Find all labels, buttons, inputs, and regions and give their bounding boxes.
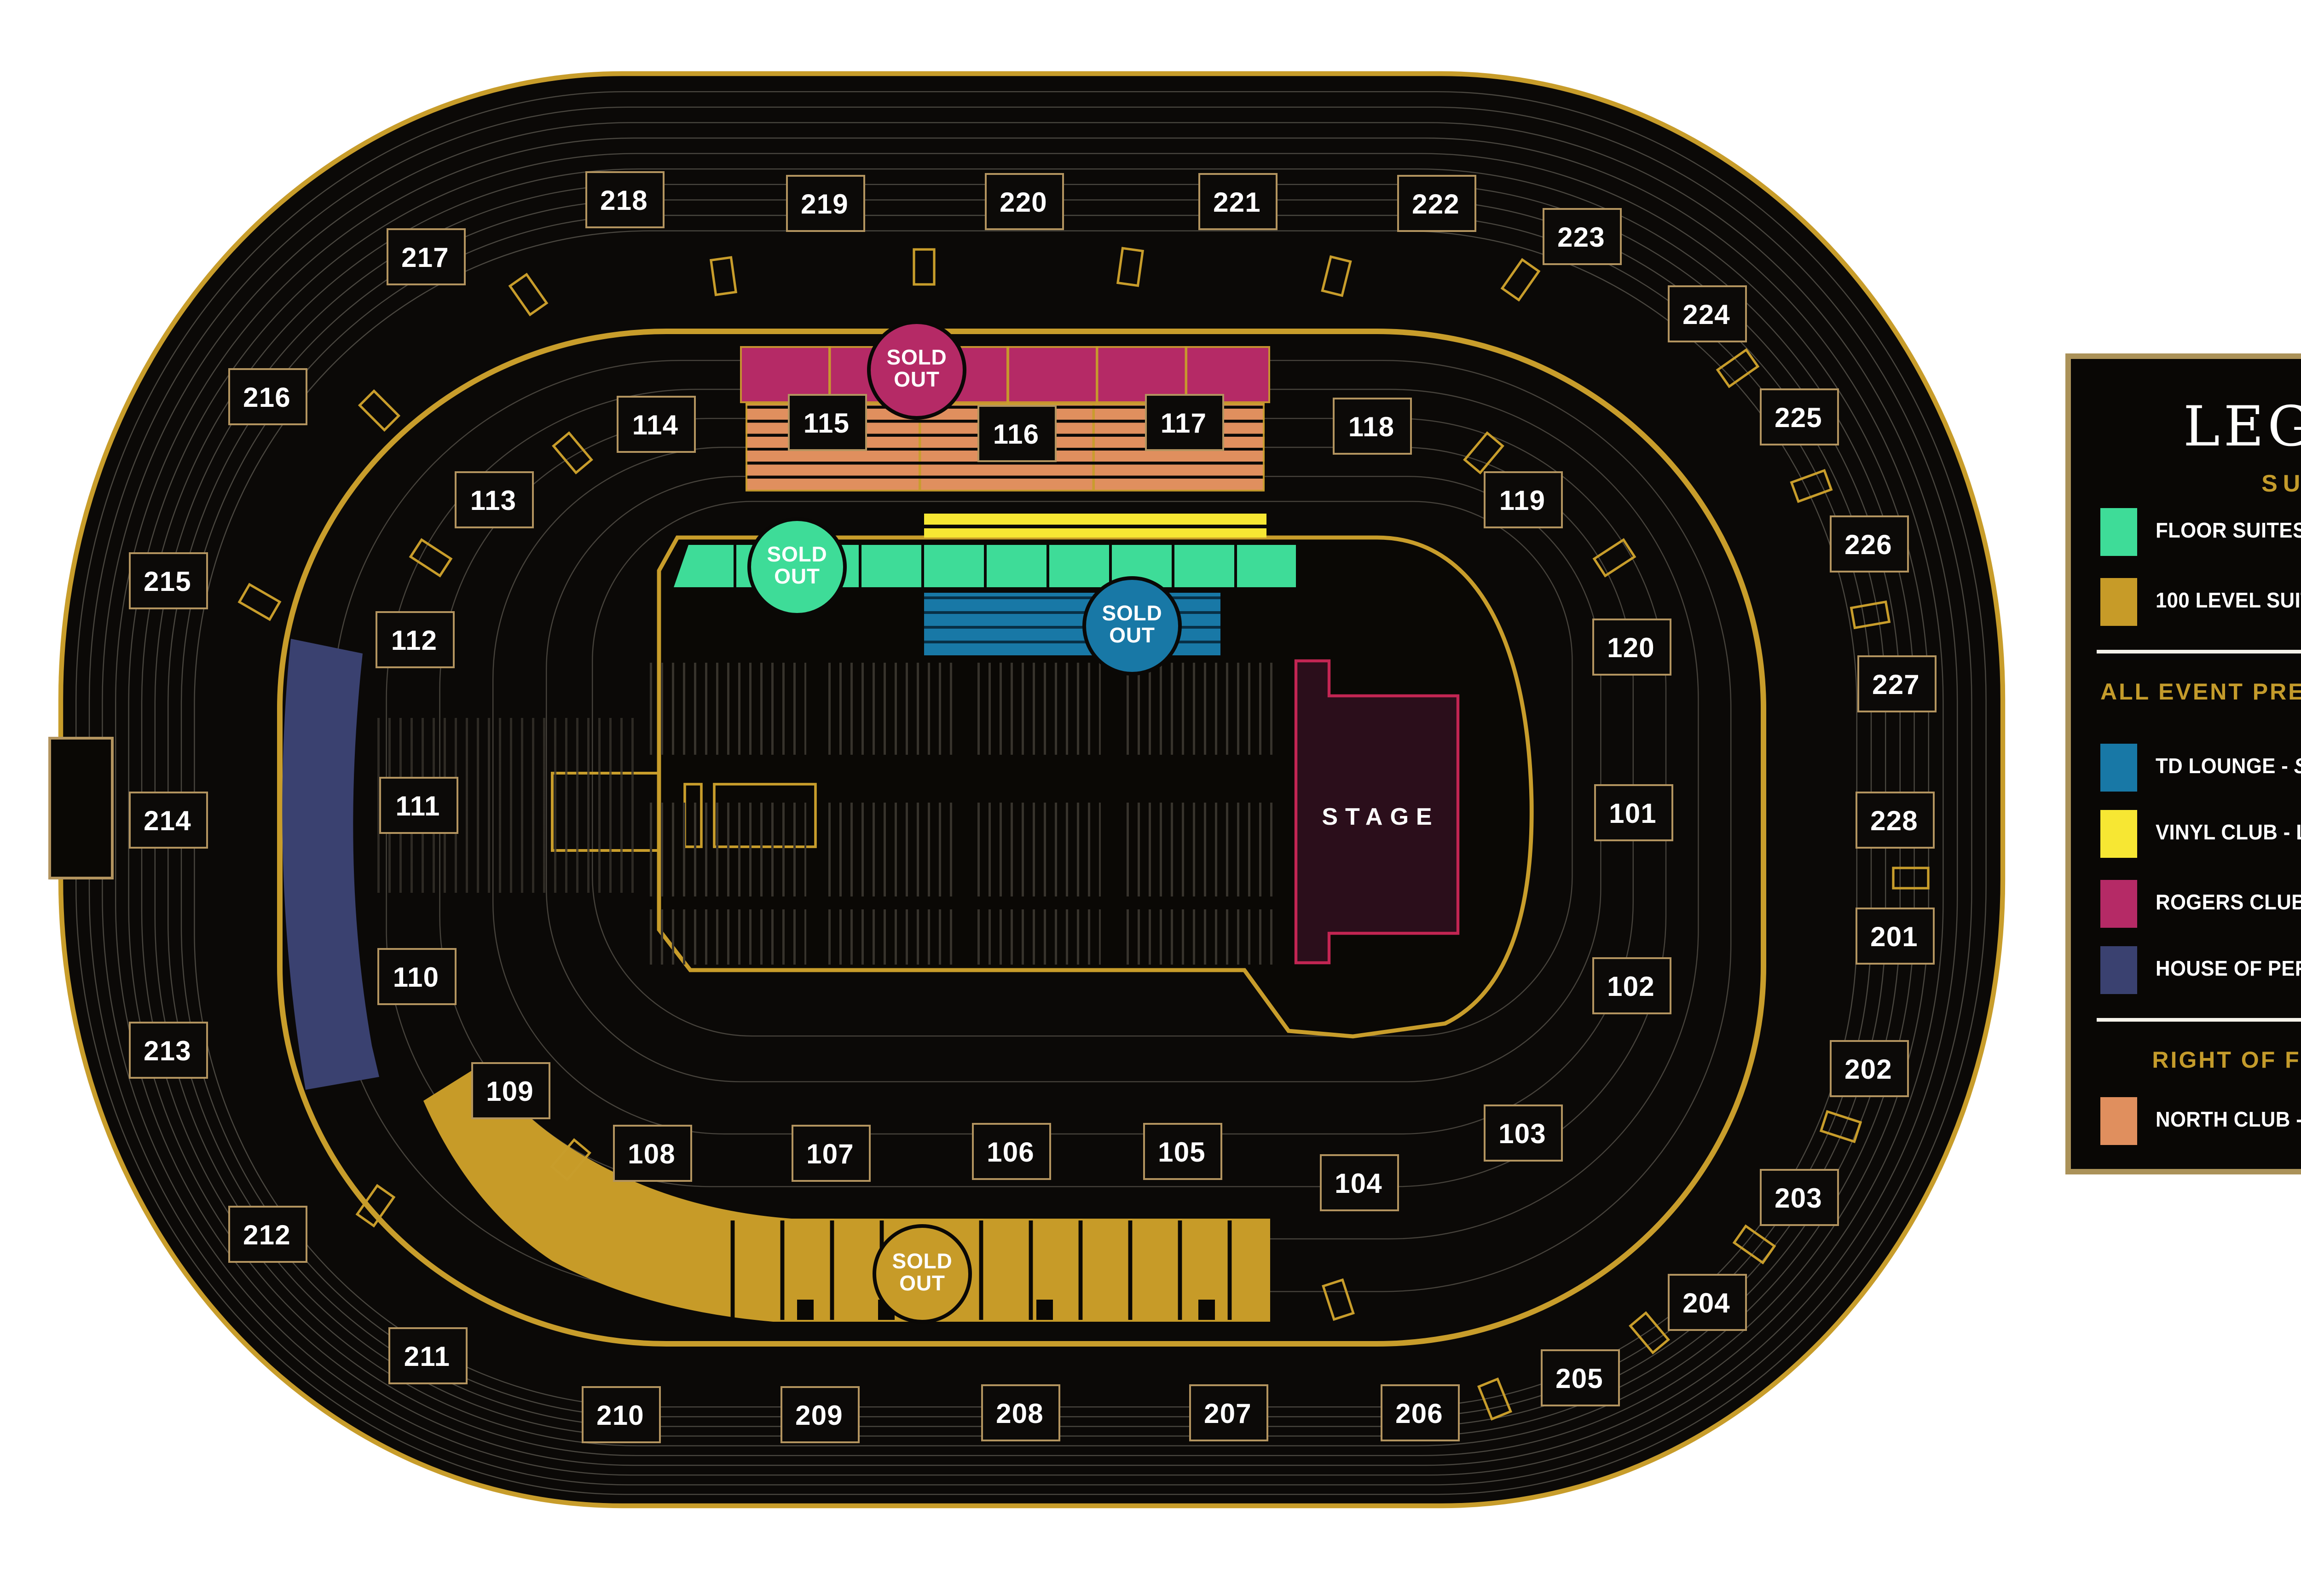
legend-item-100-level-suites: 100 LEVEL SUITES - SOLD OUT: [2100, 576, 2301, 628]
section-label-203[interactable]: 203: [1759, 1168, 1838, 1225]
section-label-104[interactable]: 104: [1319, 1153, 1398, 1210]
section-label-224[interactable]: 224: [1667, 284, 1746, 341]
section-label-220[interactable]: 220: [984, 172, 1063, 229]
legend-divider: [2097, 650, 2301, 653]
bowl-separator-line: [277, 329, 1766, 1347]
house-of-peroni-swatch: [2100, 946, 2137, 994]
vinyl-club-swatch: [2100, 810, 2137, 858]
legend-item-house-of-peroni: HOUSE OF PERONI - LIMITED AVAILABILITY: [2100, 944, 2301, 996]
section-label-215[interactable]: 215: [128, 551, 207, 608]
floor-suites-swatch: [2100, 508, 2137, 556]
badge-line1: SOLD: [1102, 603, 1162, 625]
aisle-ticks: [237, 247, 1930, 1421]
section-label-202[interactable]: 202: [1829, 1039, 1908, 1096]
section-label-114[interactable]: 114: [616, 395, 695, 452]
100-level-suites-swatch: [2100, 578, 2137, 626]
section-label-119[interactable]: 119: [1483, 470, 1562, 527]
vinyl-club-strip-lower[interactable]: [924, 528, 1266, 538]
section-label-208[interactable]: 208: [980, 1383, 1059, 1440]
west-wall-box: [48, 737, 114, 879]
section-label-120[interactable]: 120: [1591, 618, 1671, 675]
section-label-112[interactable]: 112: [375, 610, 454, 667]
stage-area: [1294, 659, 1460, 965]
rogers-club-sold-out-badge[interactable]: SOLD OUT: [867, 320, 966, 420]
td-lounge-sold-out-badge[interactable]: SOLD OUT: [1082, 576, 1182, 676]
legend-suites-heading: SUITES: [2261, 469, 2301, 497]
legend-memberships-heading: ALL EVENT PREMIUM MEMBERSHIPS: [2100, 679, 2301, 705]
section-label-110[interactable]: 110: [376, 947, 456, 1004]
legend-item-floor-suites: FLOOR SUITES - SOLD OUT: [2100, 506, 2301, 558]
legend-item-td-lounge: TD LOUNGE - SOLD OUT: [2100, 742, 2301, 793]
section-label-201[interactable]: 201: [1855, 907, 1934, 964]
badge-line2: OUT: [899, 1274, 945, 1296]
legend-divider: [2097, 1018, 2301, 1021]
section-label-222[interactable]: 222: [1396, 174, 1475, 231]
legend-refusal-heading: RIGHT OF FIRST REFUSAL: [2152, 1047, 2301, 1073]
stage-label: STAGE: [1322, 803, 1440, 830]
section-label-227[interactable]: 227: [1856, 654, 1936, 711]
badge-line1: SOLD: [767, 544, 827, 566]
section-label-101[interactable]: 101: [1593, 783, 1672, 840]
section-label-106[interactable]: 106: [971, 1122, 1050, 1179]
section-label-228[interactable]: 228: [1855, 791, 1934, 848]
legend-item-rogers-club: ROGERS CLUB - SOLD OUT: [2100, 878, 2301, 930]
badge-line1: SOLD: [886, 347, 947, 369]
section-label-118[interactable]: 118: [1332, 397, 1411, 454]
section-label-117[interactable]: 117: [1144, 393, 1223, 450]
section-label-226[interactable]: 226: [1829, 515, 1908, 572]
section-label-212[interactable]: 212: [227, 1205, 306, 1262]
house-of-peroni-area[interactable]: [282, 639, 379, 1090]
section-label-213[interactable]: 213: [128, 1021, 207, 1078]
section-label-218[interactable]: 218: [584, 170, 664, 227]
section-label-216[interactable]: 216: [227, 367, 306, 424]
section-label-221[interactable]: 221: [1197, 172, 1277, 229]
section-label-206[interactable]: 206: [1380, 1383, 1459, 1440]
section-label-211[interactable]: 211: [387, 1326, 467, 1383]
badge-line2: OUT: [894, 370, 940, 392]
section-label-105[interactable]: 105: [1142, 1122, 1221, 1179]
legend-title: LEGEND: [2183, 396, 2301, 460]
section-label-103[interactable]: 103: [1483, 1104, 1562, 1161]
vinyl-club-strip-upper[interactable]: [924, 514, 1266, 525]
legend-item-vinyl-club: VINYL CLUB - LIMITED AVAILABILITY: [2100, 808, 2301, 860]
level-100-suites-sold-out-badge[interactable]: SOLD OUT: [873, 1224, 972, 1324]
section-label-111[interactable]: 111: [378, 776, 457, 833]
section-label-217[interactable]: 217: [386, 227, 465, 284]
legend-panel: LEGEND SUITES FLOOR SUITES - SOLD OUT 10…: [2065, 353, 2301, 1174]
section-label-116[interactable]: 116: [977, 404, 1056, 461]
section-label-223[interactable]: 223: [1542, 207, 1621, 264]
section-label-109[interactable]: 109: [470, 1061, 549, 1118]
section-label-113[interactable]: 113: [454, 470, 533, 527]
section-label-210[interactable]: 210: [581, 1385, 660, 1442]
section-label-205[interactable]: 205: [1540, 1348, 1619, 1405]
north-club-swatch: [2100, 1097, 2137, 1145]
section-label-204[interactable]: 204: [1667, 1273, 1746, 1330]
td-lounge-swatch: [2100, 744, 2137, 792]
section-label-107[interactable]: 107: [791, 1124, 870, 1181]
section-label-219[interactable]: 219: [785, 174, 864, 231]
rogers-club-swatch: [2100, 880, 2137, 928]
section-label-115[interactable]: 115: [787, 393, 866, 450]
legend-item-north-club: NORTH CLUB - AVAILABLE SPRING 2026: [2100, 1095, 2301, 1147]
section-label-207[interactable]: 207: [1188, 1383, 1267, 1440]
badge-line1: SOLD: [892, 1251, 953, 1273]
section-label-214[interactable]: 214: [128, 791, 207, 848]
floor-suites-sold-out-badge[interactable]: SOLD OUT: [747, 517, 847, 617]
section-label-225[interactable]: 225: [1759, 387, 1838, 445]
badge-line2: OUT: [1109, 626, 1155, 648]
badge-line2: OUT: [774, 567, 820, 589]
section-label-102[interactable]: 102: [1591, 956, 1671, 1013]
section-label-108[interactable]: 108: [612, 1124, 691, 1181]
section-label-209[interactable]: 209: [780, 1385, 859, 1442]
